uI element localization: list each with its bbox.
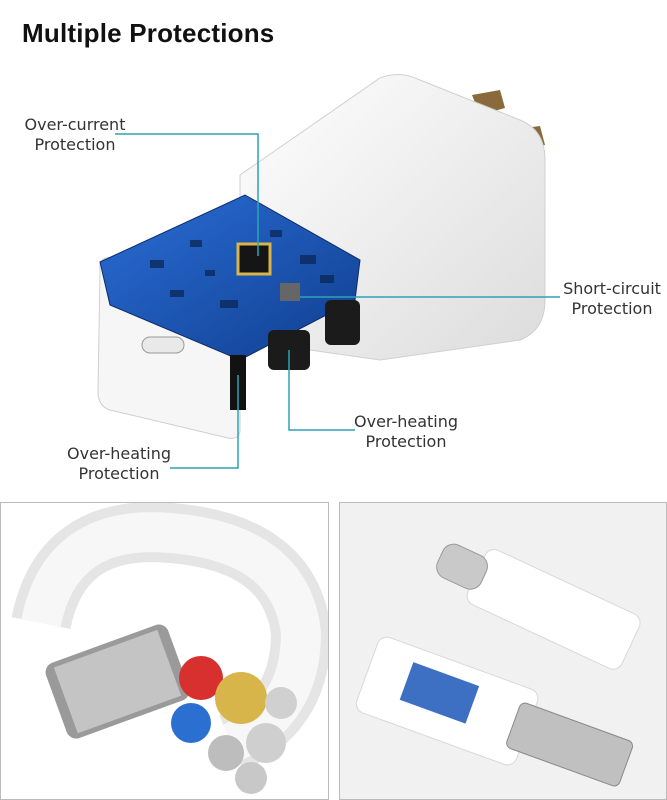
circuit-board — [99, 194, 361, 361]
usb-c-port — [141, 336, 185, 354]
callout-line-over-current — [115, 133, 259, 256]
label-over-heating-center: Over-heating Protection — [354, 412, 459, 451]
page-title: Multiple Protections — [22, 18, 275, 48]
mosfet-chip — [280, 283, 300, 301]
label-short-circuit: Short-circuit Protection — [563, 279, 661, 318]
cable-cross-section-panel — [0, 502, 329, 800]
pcb-components — [150, 230, 334, 308]
cable-connectors-panel — [339, 502, 667, 800]
callout-line-over-heating-left — [170, 375, 239, 469]
controller-chip — [236, 242, 272, 276]
label-over-current: Over-current Protection — [24, 115, 126, 154]
label-over-heating-left: Over-heating Protection — [67, 444, 172, 483]
callout-line-over-heating-center — [288, 350, 355, 431]
capacitor-right — [325, 300, 360, 345]
charger-illustration — [97, 74, 560, 469]
cable-connectors-image — [340, 503, 666, 799]
cable-cross-section-image — [11, 503, 328, 794]
